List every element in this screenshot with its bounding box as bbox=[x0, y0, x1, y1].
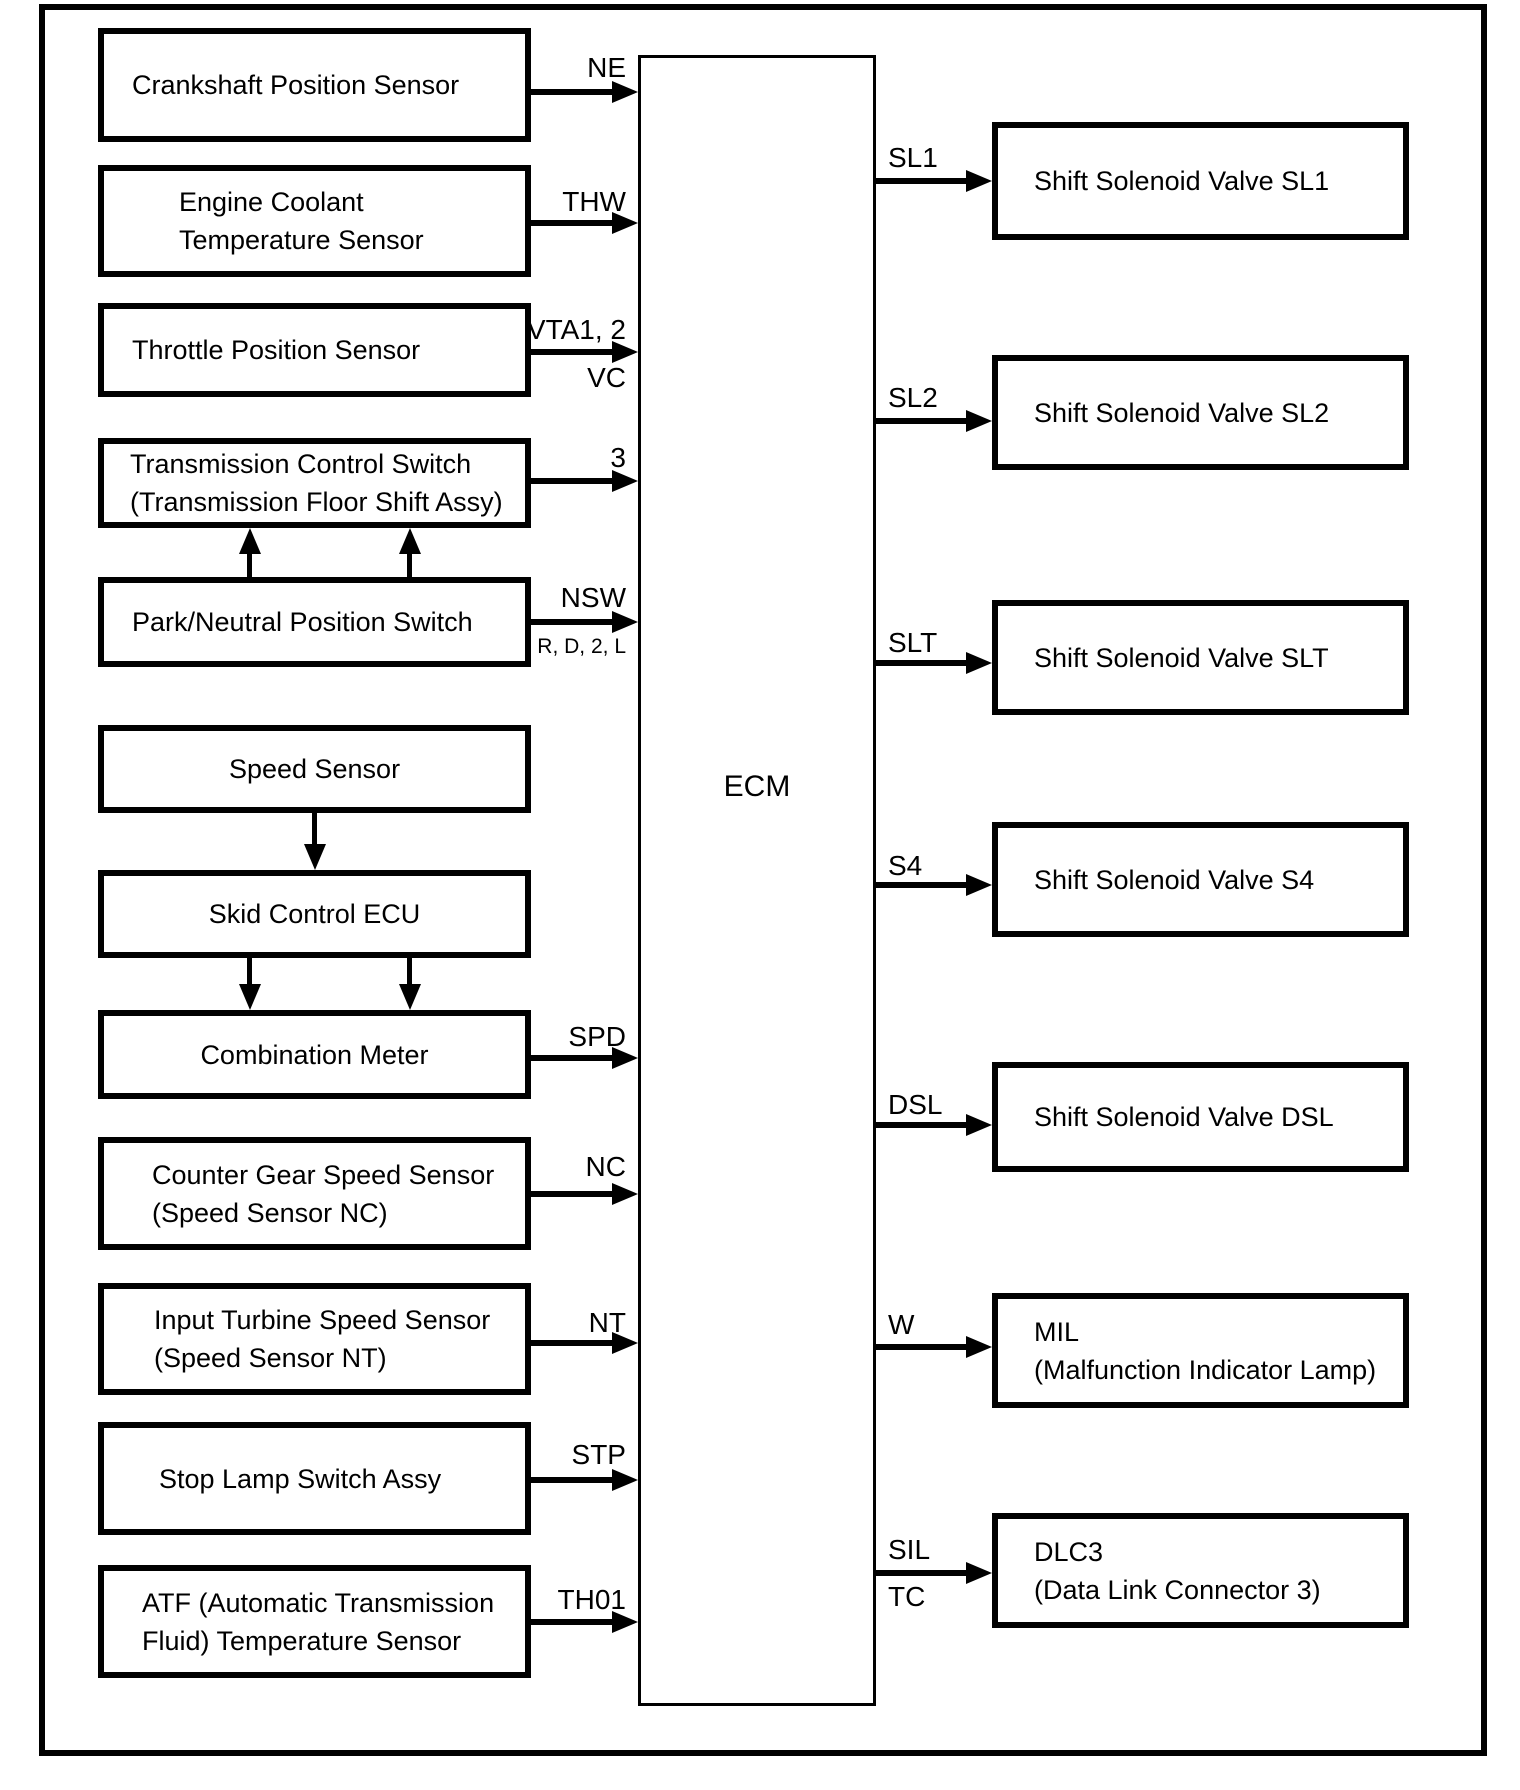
signal-label-slt: SLT bbox=[888, 627, 938, 658]
signal-label-spd: SPD bbox=[568, 1021, 626, 1052]
arrow-slt bbox=[876, 652, 992, 674]
arrow-sl1 bbox=[876, 170, 992, 192]
signal-label-ne: NE bbox=[587, 52, 626, 83]
box-label: Throttle Position Sensor bbox=[132, 335, 421, 365]
arrow-vta bbox=[531, 341, 638, 363]
box-label: Fluid) Temperature Sensor bbox=[142, 1625, 462, 1656]
box-label: Counter Gear Speed Sensor bbox=[152, 1159, 495, 1190]
input-box-throttle-position-sensor: Throttle Position Sensor bbox=[98, 303, 531, 397]
arrow-nt bbox=[531, 1332, 638, 1354]
arrow-park-neutral-to-tcs-left bbox=[239, 528, 261, 577]
arrow-nc bbox=[531, 1183, 638, 1205]
signal-label-vc: VC bbox=[587, 362, 626, 393]
input-box-speed-sensor: Speed Sensor bbox=[98, 725, 531, 813]
arrow-stp bbox=[531, 1469, 638, 1491]
box-label: Speed Sensor bbox=[228, 754, 401, 784]
signal-label-sil: SIL bbox=[888, 1534, 931, 1565]
box-label: Engine Coolant bbox=[179, 187, 364, 217]
input-box-atf-temperature-sensor: ATF (Automatic Transmission Fluid) Tempe… bbox=[98, 1565, 531, 1678]
box-label: Crankshaft Position Sensor bbox=[132, 70, 460, 100]
box-label: Park/Neutral Position Switch bbox=[132, 607, 473, 637]
box-label: Shift Solenoid Valve SL1 bbox=[1034, 166, 1330, 196]
arrow-thw bbox=[531, 212, 638, 234]
input-box-skid-control-ecu: Skid Control ECU bbox=[98, 870, 531, 958]
arrow-sl2 bbox=[876, 410, 992, 432]
arrow-skid-control-to-combination-meter-left bbox=[239, 958, 261, 1010]
output-box-shift-solenoid-valve-dsl: Shift Solenoid Valve DSL bbox=[992, 1062, 1409, 1172]
output-box-mil: MIL (Malfunction Indicator Lamp) bbox=[992, 1293, 1409, 1408]
arrow-ne bbox=[531, 81, 638, 103]
box-label: (Speed Sensor NT) bbox=[154, 1343, 387, 1373]
signal-label-s4: S4 bbox=[888, 850, 923, 881]
input-box-combination-meter: Combination Meter bbox=[98, 1010, 531, 1099]
box-label: Shift Solenoid Valve SL2 bbox=[1034, 397, 1330, 428]
signal-label-tc: TC bbox=[888, 1581, 926, 1612]
box-label: Shift Solenoid Valve S4 bbox=[1034, 864, 1315, 895]
signal-label-sl2: SL2 bbox=[888, 382, 938, 413]
signal-label-3: 3 bbox=[610, 442, 626, 473]
signal-label-sl1: SL1 bbox=[888, 142, 938, 173]
output-box-shift-solenoid-valve-slt: Shift Solenoid Valve SLT bbox=[992, 600, 1409, 715]
box-label: MIL bbox=[1034, 1316, 1080, 1347]
box-label: Stop Lamp Switch Assy bbox=[159, 1463, 442, 1494]
box-label: Shift Solenoid Valve SLT bbox=[1034, 642, 1329, 673]
output-box-dlc3: DLC3 (Data Link Connector 3) bbox=[992, 1513, 1409, 1628]
box-label: Skid Control ECU bbox=[208, 899, 421, 929]
input-box-transmission-control-switch: Transmission Control Switch (Transmissio… bbox=[98, 438, 531, 528]
signal-label-dsl: DSL bbox=[888, 1089, 943, 1120]
signal-label-stp: STP bbox=[571, 1439, 626, 1470]
arrow-th01 bbox=[531, 1611, 638, 1633]
signal-label-th01: TH01 bbox=[557, 1584, 626, 1615]
arrow-sil-tc bbox=[876, 1562, 992, 1584]
arrow-dsl bbox=[876, 1114, 992, 1136]
arrow-w bbox=[876, 1336, 992, 1358]
signal-label-rd2l: R, D, 2, L bbox=[537, 635, 626, 658]
box-label: Input Turbine Speed Sensor bbox=[154, 1305, 491, 1335]
box-label: (Data Link Connector 3) bbox=[1034, 1574, 1321, 1605]
signal-label-nc: NC bbox=[585, 1151, 626, 1182]
input-box-counter-gear-speed-sensor: Counter Gear Speed Sensor (Speed Sensor … bbox=[98, 1137, 531, 1250]
output-box-shift-solenoid-valve-s4: Shift Solenoid Valve S4 bbox=[992, 822, 1409, 937]
box-label: Combination Meter bbox=[200, 1039, 429, 1070]
input-box-crankshaft-position-sensor: Crankshaft Position Sensor bbox=[98, 28, 531, 142]
output-box-shift-solenoid-valve-sl2: Shift Solenoid Valve SL2 bbox=[992, 355, 1409, 470]
input-box-engine-coolant-temperature-sensor: Engine Coolant Temperature Sensor bbox=[98, 165, 531, 277]
input-box-input-turbine-speed-sensor: Input Turbine Speed Sensor (Speed Sensor… bbox=[98, 1283, 531, 1395]
signal-label-nsw: NSW bbox=[560, 582, 626, 613]
input-box-park-neutral-position-switch: Park/Neutral Position Switch bbox=[98, 577, 531, 667]
box-label: (Malfunction Indicator Lamp) bbox=[1034, 1354, 1377, 1385]
box-label: (Speed Sensor NC) bbox=[152, 1197, 388, 1228]
ecm-box bbox=[638, 55, 876, 1706]
box-label: Shift Solenoid Valve DSL bbox=[1034, 1102, 1334, 1132]
box-label: DLC3 bbox=[1034, 1536, 1104, 1567]
signal-label-thw: THW bbox=[562, 186, 626, 217]
arrow-nsw bbox=[531, 611, 638, 633]
arrow-skid-control-to-combination-meter-right bbox=[399, 958, 421, 1010]
input-box-stop-lamp-switch-assy: Stop Lamp Switch Assy bbox=[98, 1422, 531, 1535]
arrow-3 bbox=[531, 470, 638, 492]
box-label: Temperature Sensor bbox=[179, 225, 424, 255]
arrow-park-neutral-to-tcs-right bbox=[399, 528, 421, 577]
arrow-speed-sensor-to-skid-control bbox=[304, 813, 326, 870]
box-label: Transmission Control Switch bbox=[130, 449, 472, 479]
arrow-spd bbox=[531, 1047, 638, 1069]
output-box-shift-solenoid-valve-sl1: Shift Solenoid Valve SL1 bbox=[992, 122, 1409, 240]
signal-label-vta: VTA1, 2 bbox=[526, 314, 626, 345]
box-label: ATF (Automatic Transmission bbox=[142, 1587, 495, 1618]
arrow-s4 bbox=[876, 874, 992, 896]
signal-label-w: W bbox=[888, 1309, 915, 1340]
ecm-label: ECM bbox=[723, 770, 791, 803]
box-label: (Transmission Floor Shift Assy) bbox=[130, 487, 503, 517]
